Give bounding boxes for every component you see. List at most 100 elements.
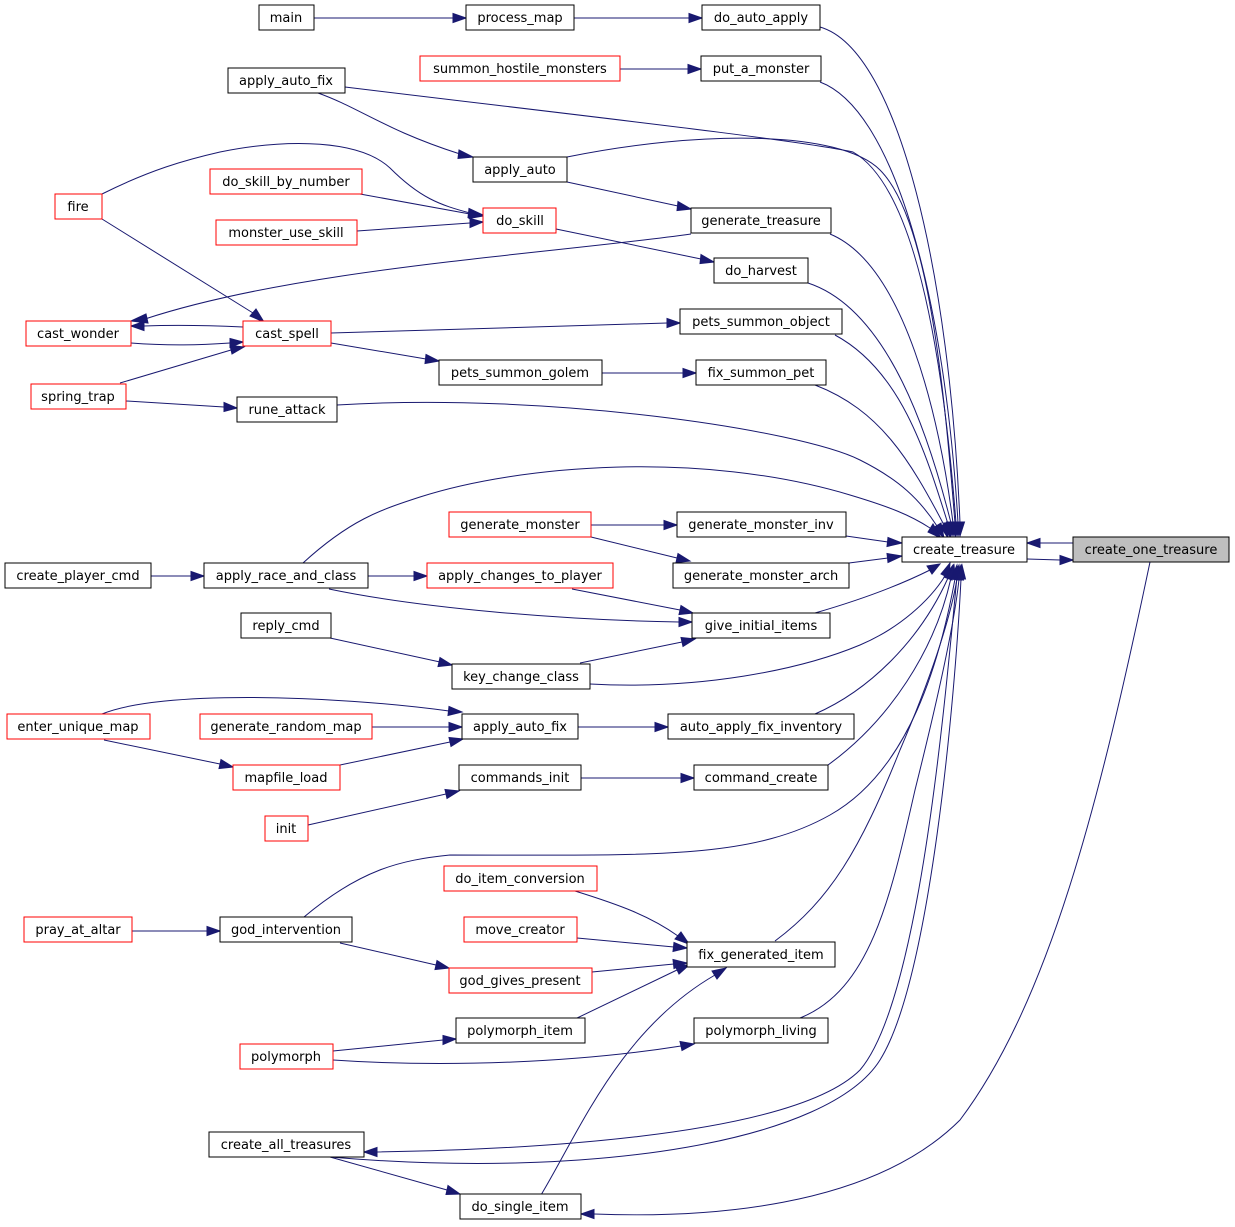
node-rune-attack[interactable]: rune_attack [236,396,338,423]
edge-arrowhead [680,772,696,784]
node-cast-wonder[interactable]: cast_wonder [25,320,132,347]
edge-fix-summon-pet-to-create-treasure [814,384,945,526]
node-do-skill[interactable]: do_skill [482,207,557,234]
node-pets-summon-object[interactable]: pets_summon_object [679,308,843,335]
node-god-intervention[interactable]: god_intervention [219,916,353,943]
edge-arrowhead [672,941,689,953]
graph-edges [101,12,1151,1220]
node-label: commands_init [471,771,570,786]
edge-arrowhead [218,758,235,770]
edge-arrowhead [678,604,695,616]
node-give-initial-items[interactable]: give_initial_items [691,612,831,639]
node-pray-at-altar[interactable]: pray_at_altar [23,916,133,943]
edge-reply-cmd-to-key-change-class [329,637,441,663]
node-mapfile-load[interactable]: mapfile_load [232,764,341,791]
node-cast-spell[interactable]: cast_spell [242,320,332,347]
node-generate-random-map[interactable]: generate_random_map [199,713,373,740]
node-process-map[interactable]: process_map [465,4,575,31]
node-generate-treasure[interactable]: generate_treasure [690,207,832,234]
node-label: generate_monster [460,518,580,533]
node-label: pets_summon_golem [451,366,589,381]
node-polymorph-item[interactable]: polymorph_item [455,1017,586,1044]
node-do-item-conversion[interactable]: do_item_conversion [443,865,598,892]
node-generate-monster[interactable]: generate_monster [448,511,592,538]
node-apply-auto-fix-top[interactable]: apply_auto_fix [227,67,346,94]
node-apply-auto-fix-mid[interactable]: apply_auto_fix [461,713,579,740]
edge-create-all-treasures-to-do-single-item [329,1156,448,1191]
node-put-a-monster[interactable]: put_a_monster [700,55,822,82]
node-fire[interactable]: fire [54,193,103,220]
edge-arrowhead [362,1146,378,1158]
edge-arrowhead [675,552,692,564]
edge-spring-trap-to-cast-spell [119,349,232,384]
edge-command-create-to-create-treasure [827,577,952,766]
node-generate-monster-arch[interactable]: generate_monster_arch [672,562,850,589]
edge-enter-unique-map-to-mapfile-load [103,739,221,765]
node-fix-generated-item[interactable]: fix_generated_item [686,941,836,968]
node-label: create_all_treasures [221,1138,352,1153]
edge-apply-auto-to-generate-treasure [566,181,679,207]
edge-do-harvest-to-create-treasure [807,282,952,524]
edge-monster-use-skill-to-do-skill [356,222,471,232]
node-do-single-item[interactable]: do_single_item [459,1193,582,1220]
node-do-skill-by-number[interactable]: do_skill_by_number [209,168,363,195]
node-command-create[interactable]: command_create [693,764,829,791]
node-monster-use-skill[interactable]: monster_use_skill [215,219,358,246]
edge-arrowhead [663,519,679,531]
node-label: init [276,822,297,837]
node-auto-apply-fix-inventory[interactable]: auto_apply_fix_inventory [667,713,855,740]
node-enter-unique-map[interactable]: enter_unique_map [6,713,151,740]
node-apply-race-and-class[interactable]: apply_race_and_class [203,562,369,589]
node-do-auto-apply[interactable]: do_auto_apply [701,4,821,31]
edge-pets-summon-object-to-create-treasure [834,334,949,525]
node-label: monster_use_skill [228,226,343,241]
node-main[interactable]: main [258,4,315,31]
node-label: generate_monster_arch [684,569,838,584]
node-summon-hostile-monsters[interactable]: summon_hostile_monsters [419,55,621,82]
node-create-all-treasures[interactable]: create_all_treasures [208,1131,365,1158]
node-label: cast_wonder [37,327,120,342]
edge-arrowhead [926,563,942,575]
edge-fire-to-do-skill [101,143,471,214]
node-label: mapfile_load [245,771,328,786]
edge-arrowhead [469,217,485,229]
edge-arrowhead [1059,554,1075,566]
node-create-one-treasure[interactable]: create_one_treasure [1072,536,1230,563]
node-apply-auto[interactable]: apply_auto [472,156,568,183]
edge-arrowhead [190,570,206,582]
node-god-gives-present[interactable]: god_gives_present [448,967,593,994]
node-key-change-class[interactable]: key_change_class [451,663,591,690]
edge-init-to-commands-init [307,793,447,826]
graph-nodes: create_one_treasure create_treasure main… [4,4,1230,1220]
node-label: process_map [477,11,562,26]
node-commands-init[interactable]: commands_init [458,764,582,791]
edge-apply-auto-fix-to-apply-auto [317,92,461,155]
edge-arrowhead [680,636,697,648]
node-move-creator[interactable]: move_creator [463,916,578,943]
node-apply-changes-to-player[interactable]: apply_changes_to_player [426,562,614,589]
edge-arrowhead [452,12,468,24]
node-generate-monster-inv[interactable]: generate_monster_inv [676,511,847,538]
edge-generate-monster-to-generate-monster-arch [590,536,678,559]
node-reply-cmd[interactable]: reply_cmd [240,612,332,639]
node-label: fix_generated_item [698,948,823,963]
edge-arrowhead [206,925,222,937]
node-label: enter_unique_map [17,720,138,735]
edge-arrowhead [437,656,454,668]
node-do-harvest[interactable]: do_harvest [713,257,809,284]
node-fix-summon-pet[interactable]: fix_summon_pet [695,359,827,386]
node-polymorph[interactable]: polymorph [239,1043,334,1070]
edge-arrowhead [249,308,266,324]
edge-mapfile-load-to-apply-auto-fix [339,741,451,766]
edge-move-creator-to-fix-generated-item [576,937,675,948]
node-polymorph-living[interactable]: polymorph_living [693,1017,829,1044]
node-create-player-cmd[interactable]: create_player_cmd [4,562,152,589]
edge-polymorph-item-to-fix-generated-item [574,969,678,1020]
node-pets-summon-golem[interactable]: pets_summon_golem [438,359,603,386]
node-init[interactable]: init [264,815,309,842]
node-label: pets_summon_object [692,315,830,330]
node-label: apply_auto_fix [473,720,567,735]
node-spring-trap[interactable]: spring_trap [30,383,127,410]
node-create-treasure[interactable]: create_treasure [901,536,1028,563]
edge-arrowhead [678,616,694,628]
